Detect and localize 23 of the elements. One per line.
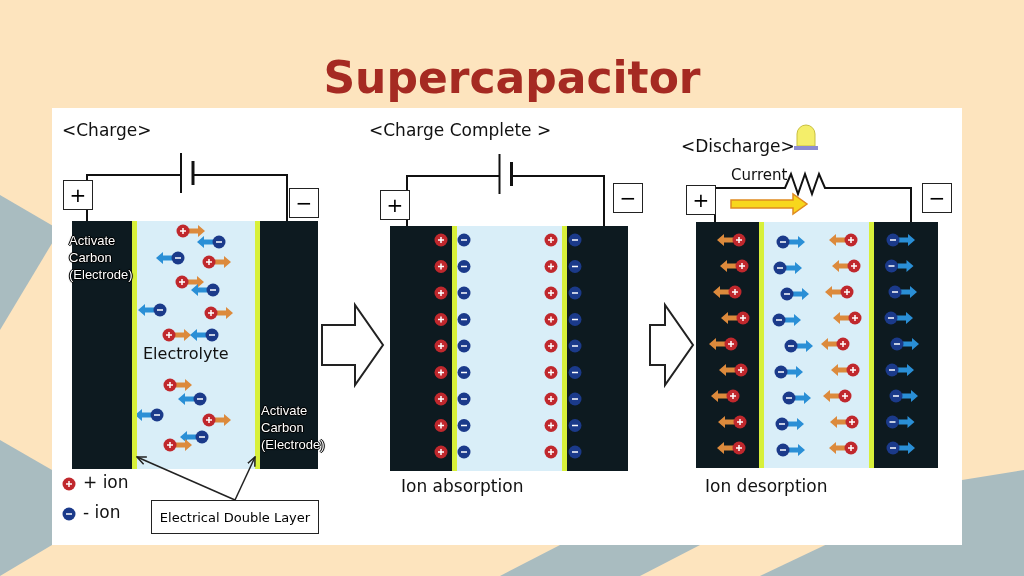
- minus-terminal: −: [922, 183, 952, 213]
- panel-heading: <Discharge>: [681, 136, 795, 156]
- panel-heading: <Charge Complete >: [369, 120, 552, 140]
- leader-line: [234, 456, 256, 501]
- panel-caption: Ion desorption: [705, 476, 828, 496]
- double-layer-strip: [132, 221, 137, 469]
- callout-box: Electrical Double Layer: [151, 500, 319, 534]
- title: Supercapacitor: [323, 52, 701, 103]
- leader-line: [136, 456, 236, 501]
- plus-terminal: +: [686, 185, 716, 215]
- panel-caption: Ion absorption: [401, 476, 524, 496]
- block-arrow: [649, 301, 695, 389]
- minus-terminal: −: [613, 183, 643, 213]
- minus-terminal: −: [289, 188, 319, 218]
- current-label: Current: [731, 166, 788, 184]
- plus-terminal: +: [63, 180, 93, 210]
- legend-label: - ion: [83, 502, 121, 522]
- plus-terminal: +: [380, 190, 410, 220]
- block-arrow: [321, 301, 385, 389]
- legend-label: + ion: [83, 472, 129, 492]
- double-layer-strip: [255, 221, 260, 469]
- panel-heading: <Charge>: [62, 120, 152, 140]
- electrolyte-label: Electrolyte: [143, 344, 229, 363]
